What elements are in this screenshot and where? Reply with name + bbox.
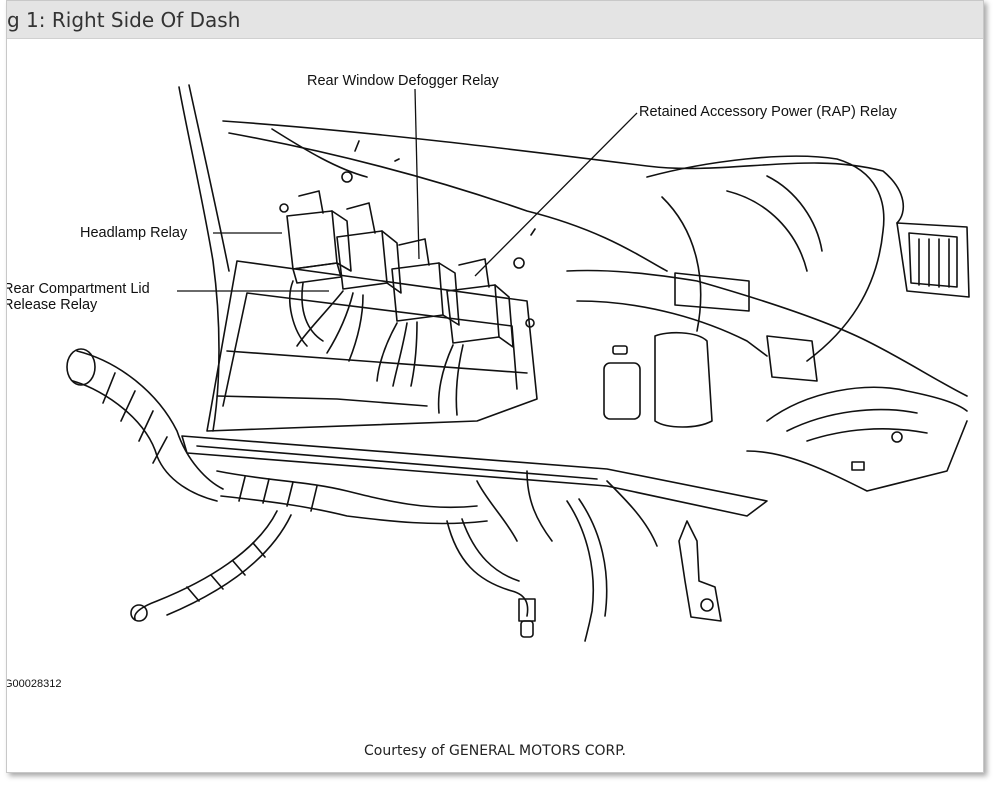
figure-id: G00028312 <box>6 678 62 690</box>
figure-title: g 1: Right Side Of Dash <box>7 8 241 32</box>
label-headlamp-relay: Headlamp Relay <box>80 225 188 241</box>
label-rap-relay: Retained Accessory Power (RAP) Relay <box>639 104 897 120</box>
label-rear-compartment-lid-line2: Release Relay <box>6 297 98 313</box>
dash-line-drawing <box>66 84 970 642</box>
title-bar: g 1: Right Side Of Dash <box>7 1 983 39</box>
figure-frame: g 1: Right Side Of Dash <box>6 0 984 773</box>
label-rear-window-defogger-relay: Rear Window Defogger Relay <box>307 73 499 89</box>
leader-lines <box>177 88 638 292</box>
label-rear-compartment-lid-line1: Rear Compartment Lid <box>6 281 150 297</box>
courtesy-line: Courtesy of GENERAL MOTORS CORP. <box>363 743 626 759</box>
